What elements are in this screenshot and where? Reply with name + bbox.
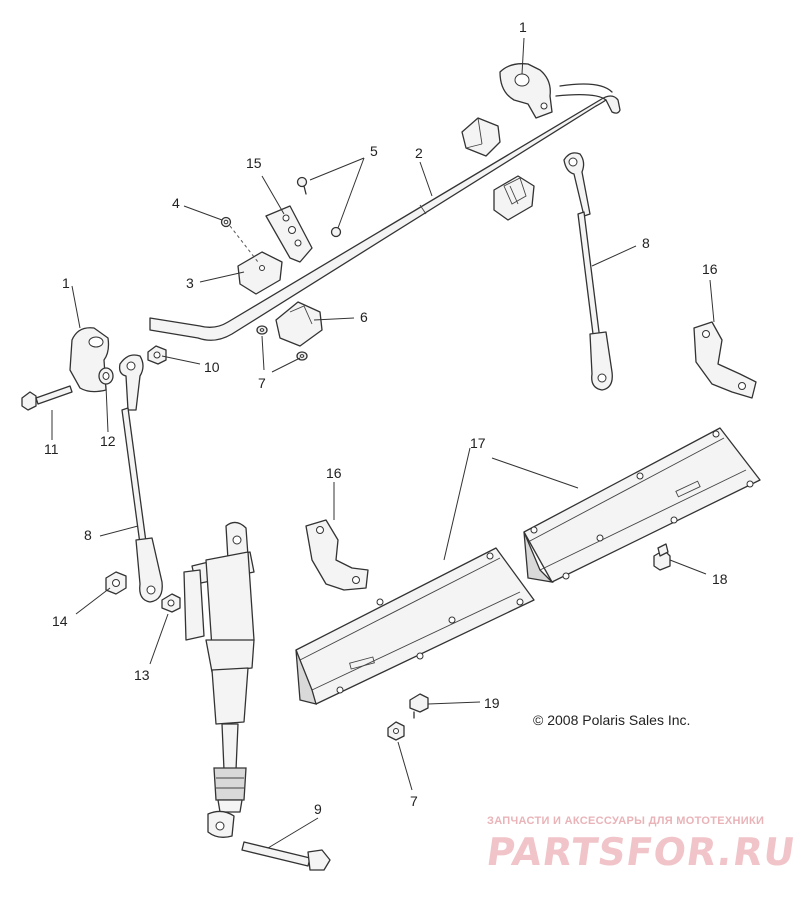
nut-13 [161, 593, 181, 613]
bushing-top [499, 63, 553, 119]
callout-7-lower: 7 [410, 793, 418, 809]
nut-10 [147, 345, 167, 365]
clamp-right [493, 175, 535, 221]
washer-12 [98, 367, 114, 385]
stabilizer-bar [149, 83, 621, 341]
callout-6: 6 [360, 309, 368, 325]
leader-lines [51, 37, 715, 849]
nut-4 [220, 216, 259, 263]
callout-9: 9 [314, 801, 322, 817]
callout-17: 17 [470, 435, 486, 451]
callout-8-left: 8 [84, 527, 92, 543]
clamp-6 [275, 301, 323, 347]
bolt-5b [330, 226, 342, 238]
copyright-notice: © 2008 Polaris Sales Inc. [533, 712, 691, 728]
bolt-18 [653, 543, 671, 571]
bracket-16-lower [305, 519, 369, 591]
link-rod-right [563, 152, 613, 391]
watermark-tagline: ЗАПЧАСТИ И АКСЕССУАРЫ ДЛЯ МОТОТЕХНИКИ [487, 815, 765, 827]
clamp-3 [237, 251, 283, 295]
clamp-upper-right [461, 117, 501, 157]
callout-1-top: 1 [519, 19, 527, 35]
bracket-15 [265, 205, 313, 263]
callout-8-right: 8 [642, 235, 650, 251]
callout-15: 15 [246, 155, 262, 171]
callout-4: 4 [172, 195, 180, 211]
link-rod-left [118, 354, 163, 603]
callout-10: 10 [204, 359, 220, 375]
washer-7a [256, 325, 268, 335]
callouts: 1 2 4 5 15 3 6 7 8 16 1 10 11 12 8 14 13… [44, 19, 728, 817]
callout-3: 3 [186, 275, 194, 291]
callout-13: 13 [134, 667, 150, 683]
callout-12: 12 [100, 433, 116, 449]
bracket-16-upper [693, 321, 757, 399]
callout-18: 18 [712, 571, 728, 587]
floor-rail-left [295, 547, 535, 705]
watermark-logo: PARTSFOR.RU [483, 830, 799, 874]
bolt-11 [21, 385, 73, 411]
bolt-19 [409, 693, 429, 719]
callout-7-upper: 7 [258, 375, 266, 391]
callout-5: 5 [370, 143, 378, 159]
callout-14: 14 [52, 613, 68, 629]
callout-2: 2 [415, 145, 423, 161]
shock-absorber [183, 521, 255, 838]
nut-14 [105, 571, 127, 595]
callout-11: 11 [44, 441, 59, 457]
bolt-5a [296, 176, 308, 195]
callout-19: 19 [484, 695, 500, 711]
nut-7-lower [387, 721, 405, 741]
bolt-9 [241, 841, 331, 871]
callout-16-lower: 16 [326, 465, 342, 481]
floor-rail-right [523, 427, 761, 583]
callout-16-upper: 16 [702, 261, 718, 277]
callout-1-left: 1 [62, 275, 70, 291]
